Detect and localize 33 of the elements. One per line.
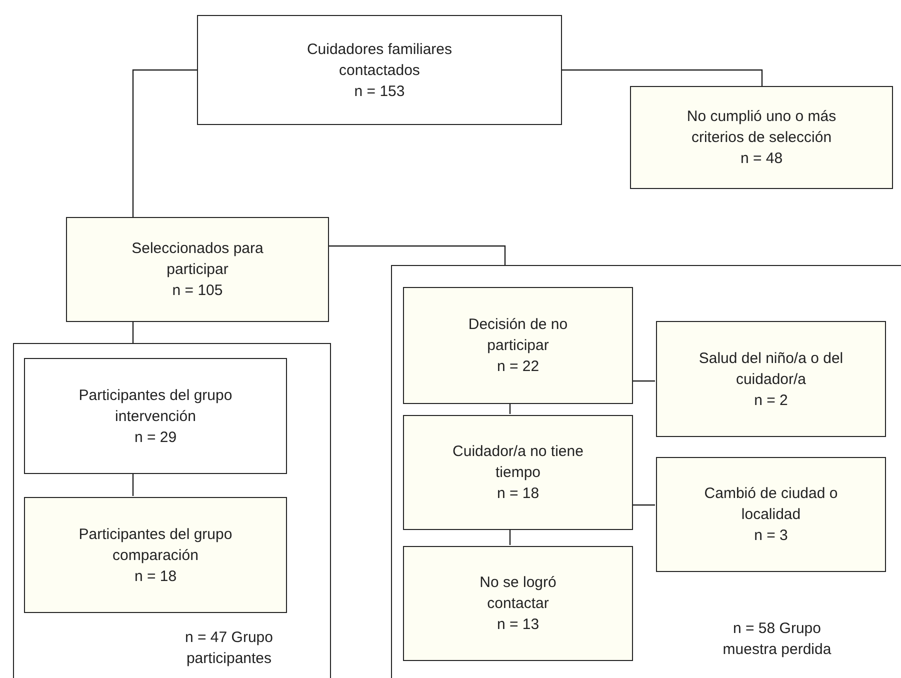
process-box [656, 457, 886, 572]
connector-line [509, 403, 511, 414]
process-box [630, 86, 893, 189]
connector-line [329, 245, 506, 265]
count-label: n = 18 [134, 566, 177, 586]
count-label: n = 105 [172, 281, 223, 301]
connector-line [562, 69, 763, 86]
connector-line [632, 380, 655, 382]
connector-line [509, 529, 511, 545]
group-summary: n = 58 Grupo muestra perdida [722, 619, 832, 660]
count-label: n = 153 [354, 82, 405, 102]
count-label: n = 18 [496, 484, 540, 504]
count-label: n = 2 [754, 390, 788, 410]
count-label: n = 48 [740, 149, 783, 169]
connector-line [132, 322, 134, 343]
group-frame [391, 265, 901, 678]
process-box [656, 321, 886, 437]
process-box [197, 15, 562, 125]
count-label: n = 22 [496, 357, 540, 377]
process-box [403, 546, 633, 661]
count-label: n = 13 [496, 615, 540, 635]
process-box [24, 358, 287, 474]
group-frame [13, 343, 331, 678]
process-box [24, 497, 287, 613]
count-label: n = 3 [754, 526, 788, 546]
group-summary: n = 47 Grupo participantes [184, 628, 274, 669]
process-box [66, 217, 329, 322]
connector-line [632, 504, 655, 506]
process-box [403, 415, 633, 530]
count-label: n = 29 [134, 428, 177, 448]
connector-line [132, 473, 134, 496]
connector-line [132, 69, 197, 217]
process-box [403, 287, 633, 404]
